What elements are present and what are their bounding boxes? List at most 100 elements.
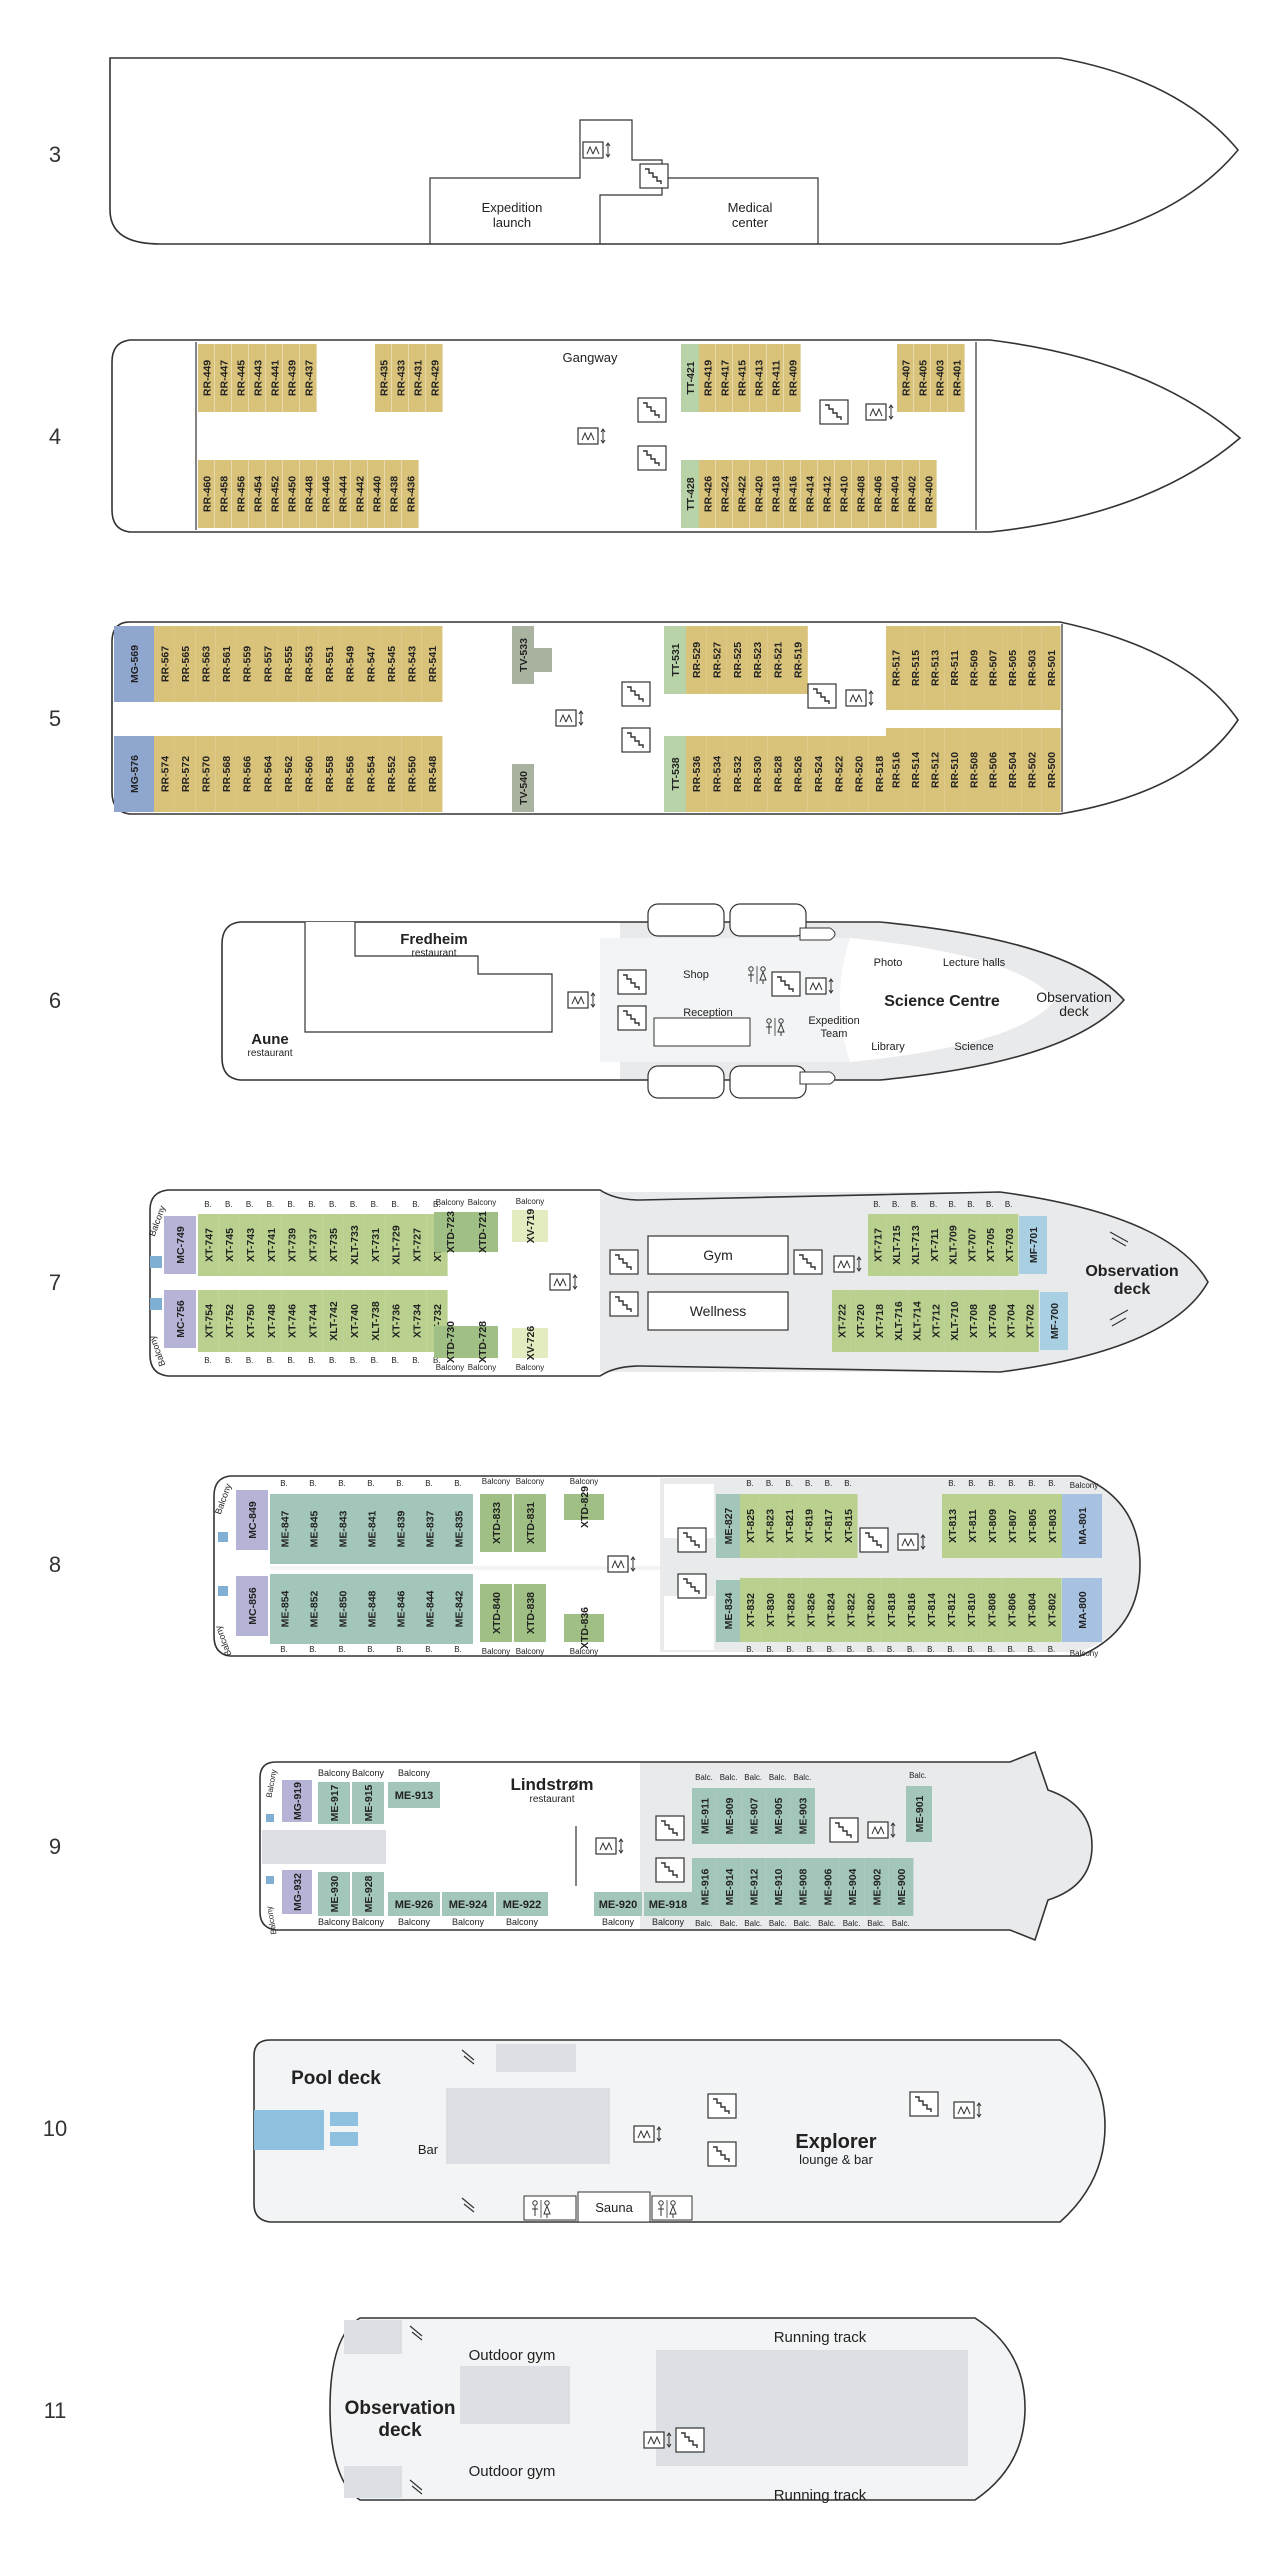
cabin-block [835,460,852,528]
cabin: ME-928 [352,1872,384,1916]
outdoor-gym-area [460,2366,570,2424]
cabin: ME-917 [318,1782,350,1824]
cabin-block [886,1214,906,1276]
cabin: RR-440 [368,460,386,528]
cabin: XT-750 [239,1290,261,1352]
balcony-label: Balc. [794,1773,812,1782]
cabin: XT-717 [868,1214,887,1276]
cabin-block [741,1788,766,1844]
cabin: RR-424 [716,460,734,528]
balcony-label: B. [412,1356,420,1365]
cabin: ME-907 [741,1788,766,1844]
cabin: RR-429 [426,344,444,412]
balcony-label: B. [267,1200,275,1209]
cabin-block [236,736,257,812]
cabin: XT-819 [798,1494,819,1558]
cabin-label: XT-736 [391,1304,403,1338]
cabin-block [886,460,903,528]
cabin-block [716,344,733,412]
cabin: TT-538 [664,736,686,812]
cabin: RR-503 [1021,626,1042,710]
cabin: XT-810 [961,1578,982,1642]
cabin-label: XTD-836 [579,1607,591,1649]
cabin-block [740,1494,760,1558]
cabin: ME-906 [815,1858,840,1916]
cabin-label: XT-830 [765,1593,777,1627]
cabin-label: RR-422 [737,476,749,512]
cabin: XT-745 [218,1214,240,1276]
cabin-block [434,1326,466,1358]
cabin-label: XLT-738 [370,1301,382,1341]
deck-number-7: 7 [48,1270,62,1295]
cabin: RR-554 [360,736,381,812]
stairs-icon [637,397,667,423]
cabin-label: RR-555 [283,646,295,682]
cabin-block [270,1574,299,1644]
cabin: RR-568 [215,736,237,812]
cabin-block [982,1290,1002,1352]
map-label: restaurant [247,1048,292,1059]
map-label: Aune [251,1031,289,1048]
cabin-label: RR-442 [355,476,367,512]
cabin-block [741,1858,766,1916]
cabin: RR-401 [948,344,966,412]
balcony-label: Balc. [867,1919,885,1928]
cabin: XT-832 [740,1578,761,1642]
cabin: XLT-715 [886,1214,906,1276]
cabin: RR-509 [963,626,983,710]
balcony-label: B. [948,1479,956,1488]
cabin: XT-752 [218,1290,240,1352]
cabin: RR-562 [277,736,299,812]
cabin: RR-413 [750,344,768,412]
cabin: RR-515 [905,626,925,710]
cabin: XT-813 [942,1494,962,1558]
cabin-label: RR-403 [935,360,947,396]
cabin-label: RR-519 [793,642,805,678]
cabin-block [174,736,196,812]
cabin-label: XT-740 [349,1304,361,1338]
cabin-label: RR-523 [752,642,764,678]
cabin: ME-910 [765,1858,791,1916]
map-label: Fredheim [400,931,468,948]
cabin-label: ME-906 [822,1868,834,1905]
balcony-label: Balc. [695,1919,713,1928]
cabin-block [512,1210,548,1242]
cabin-block [281,1290,302,1352]
cabin: XT-748 [260,1290,282,1352]
cabin-block [905,626,925,710]
cabin-label: MG-919 [292,1782,304,1820]
cabin: RR-418 [767,460,785,528]
cabin-block [298,736,319,812]
cabin-label: RR-448 [304,476,316,512]
cabin: RR-412 [818,460,836,528]
cabin-block [1001,1290,1020,1352]
cabin: RR-419 [699,344,717,412]
cabin-label: XT-821 [784,1509,796,1543]
cabin-block [298,626,319,702]
cabin: RR-558 [318,736,340,812]
cabin-label: TT-428 [685,477,697,510]
cabin-label: RR-426 [703,476,715,512]
map-label: Sauna [595,2200,633,2215]
cabin-block [944,1290,964,1352]
cabin-block [302,1290,323,1352]
cabin-block [759,1494,780,1558]
balcony-label: Balcony [468,1198,496,1207]
cabin-label: XT-734 [411,1304,423,1338]
cabin-block [282,1780,312,1822]
cabin-label: ME-842 [454,1590,466,1627]
stairs-icon [655,1857,685,1883]
hull-outline [253,2039,1106,2223]
cabin: RR-527 [706,626,727,694]
balcony-label: B. [329,1356,337,1365]
cabin-block [594,1892,642,1916]
cabin: XT-817 [818,1494,838,1558]
cabin-label: RR-560 [304,756,316,792]
cabin-label: RR-514 [910,752,922,788]
cabin-block [277,626,299,702]
deck-7-plan: MC-749MC-756BalconyBalconyXT-747B.XT-745… [147,1189,1209,1377]
corridor [270,1566,660,1570]
